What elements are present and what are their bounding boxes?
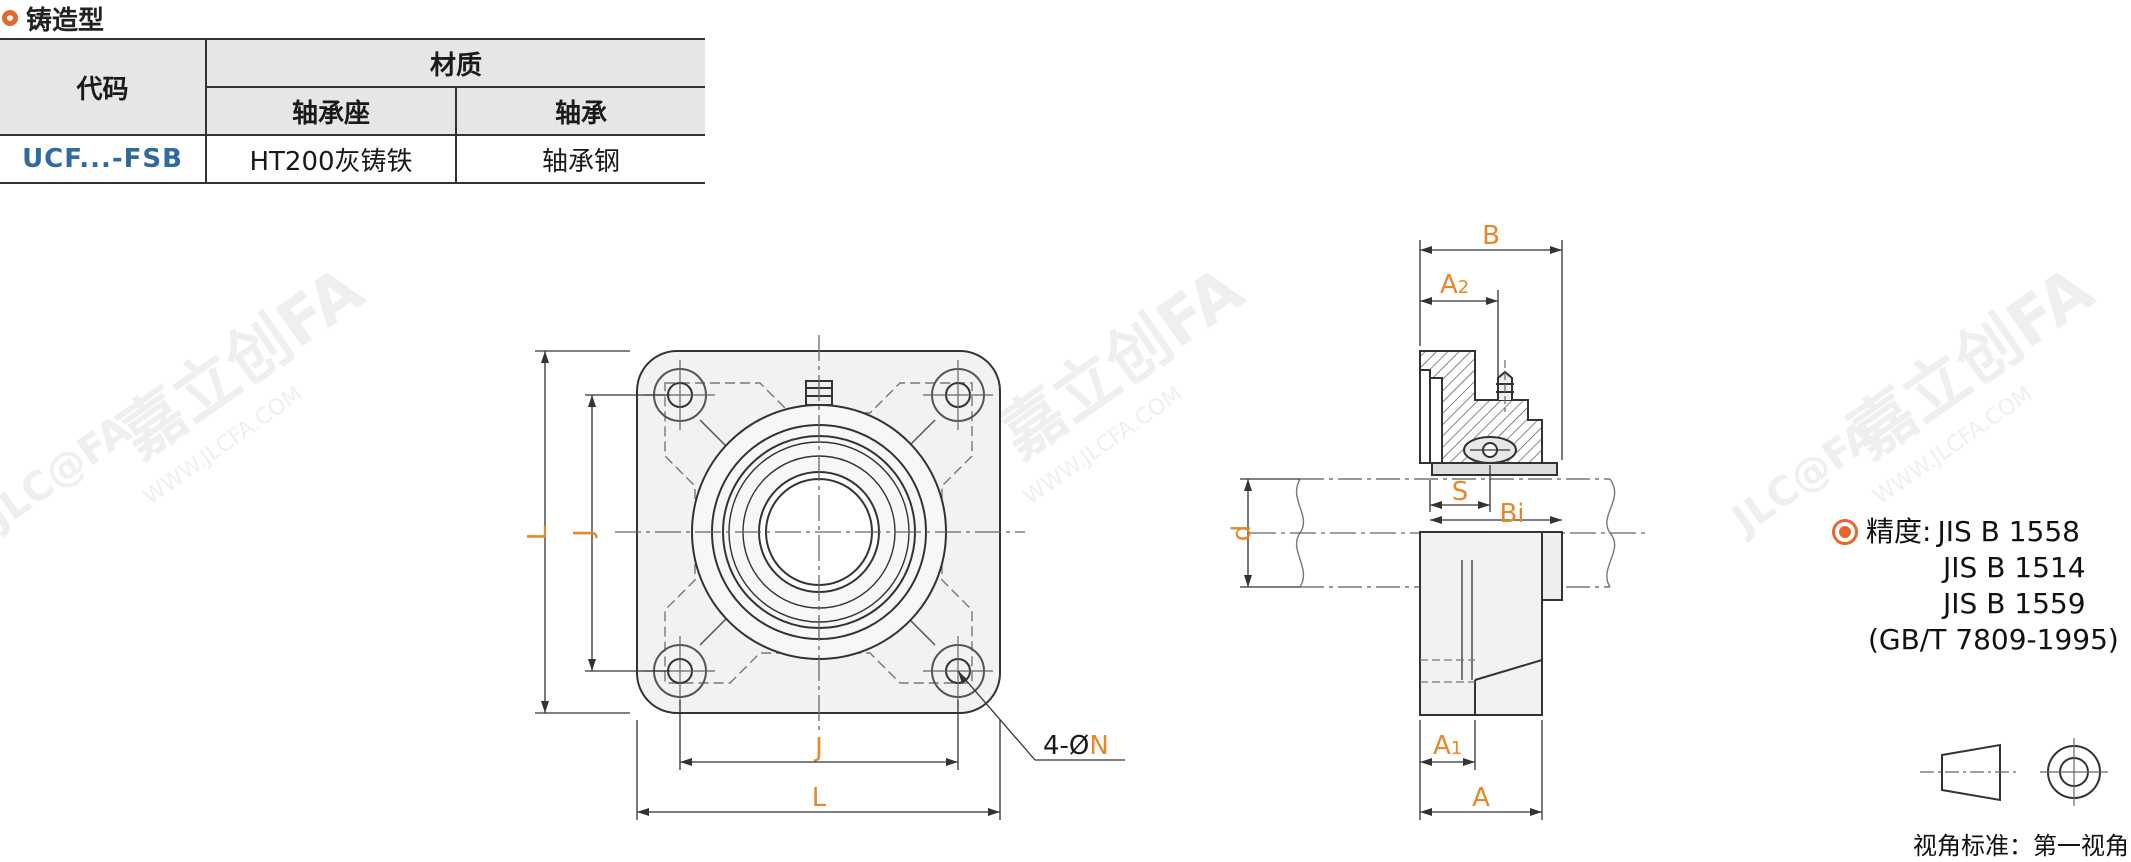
section-title: 铸造型 [26, 5, 105, 36]
bearing-cell: 轴承钢 [455, 134, 705, 184]
dim-L-horizontal: L [812, 783, 827, 813]
precision-block: 精度: JIS B 1558 JIS B 1514 JIS B 1559 (GB… [1832, 514, 2119, 658]
material-header: 材质 [205, 38, 705, 88]
dim-d: d [1227, 525, 1257, 542]
first-angle-projection-icon [1920, 738, 2108, 806]
precision-line-4: (GB/T 7809-1995) [1868, 623, 2119, 656]
watermark-2: 嘉立创FA WWW.JLCFA.COM [987, 253, 1257, 510]
dim-Bi: Bi [1499, 499, 1524, 529]
dim-hole-callout: 4-ØN [1043, 731, 1109, 761]
dim-S: S [1452, 477, 1469, 507]
dim-J-vertical: J [569, 529, 599, 539]
bearing-header: 轴承 [455, 86, 705, 136]
precision-line-3: JIS B 1559 [1943, 587, 2086, 620]
precision-line-2: JIS B 1514 [1943, 551, 2086, 584]
dim-A2: A2 [1440, 270, 1469, 300]
circle-bullet-icon [2, 10, 18, 26]
housing-header: 轴承座 [206, 86, 457, 136]
precision-label: 精度: [1866, 515, 1932, 548]
watermark-1: 嘉立创FA WWW.JLCFA.COM JLC@FA [0, 253, 377, 540]
dim-J-horizontal: J [813, 733, 823, 763]
code-header: 代码 [0, 38, 207, 136]
dim-B: B [1482, 221, 1500, 251]
dim-A: A [1472, 783, 1490, 813]
precision-line-1: JIS B 1558 [1937, 515, 2080, 548]
material-table: 代码 材质 轴承座 轴承 UCF...-FSB HT200灰铸铁 轴承钢 [0, 38, 705, 184]
front-view [535, 335, 1125, 820]
dim-A1: A1 [1433, 731, 1462, 761]
target-bullet-icon [1832, 519, 1858, 545]
housing-cell: HT200灰铸铁 [205, 134, 457, 184]
view-standard: 视角标准：第一视角 [1913, 832, 2129, 860]
dim-L-vertical: L [523, 525, 553, 540]
code-cell: UCF...-FSB [0, 134, 207, 184]
watermark-3: 嘉立创FA WWW.JLCFA.COM JLC@FA [1722, 253, 2107, 545]
section-title-row: 铸造型 [0, 0, 104, 36]
side-view [1240, 240, 1650, 820]
svg-text:JLC@FA: JLC@FA [0, 407, 140, 540]
